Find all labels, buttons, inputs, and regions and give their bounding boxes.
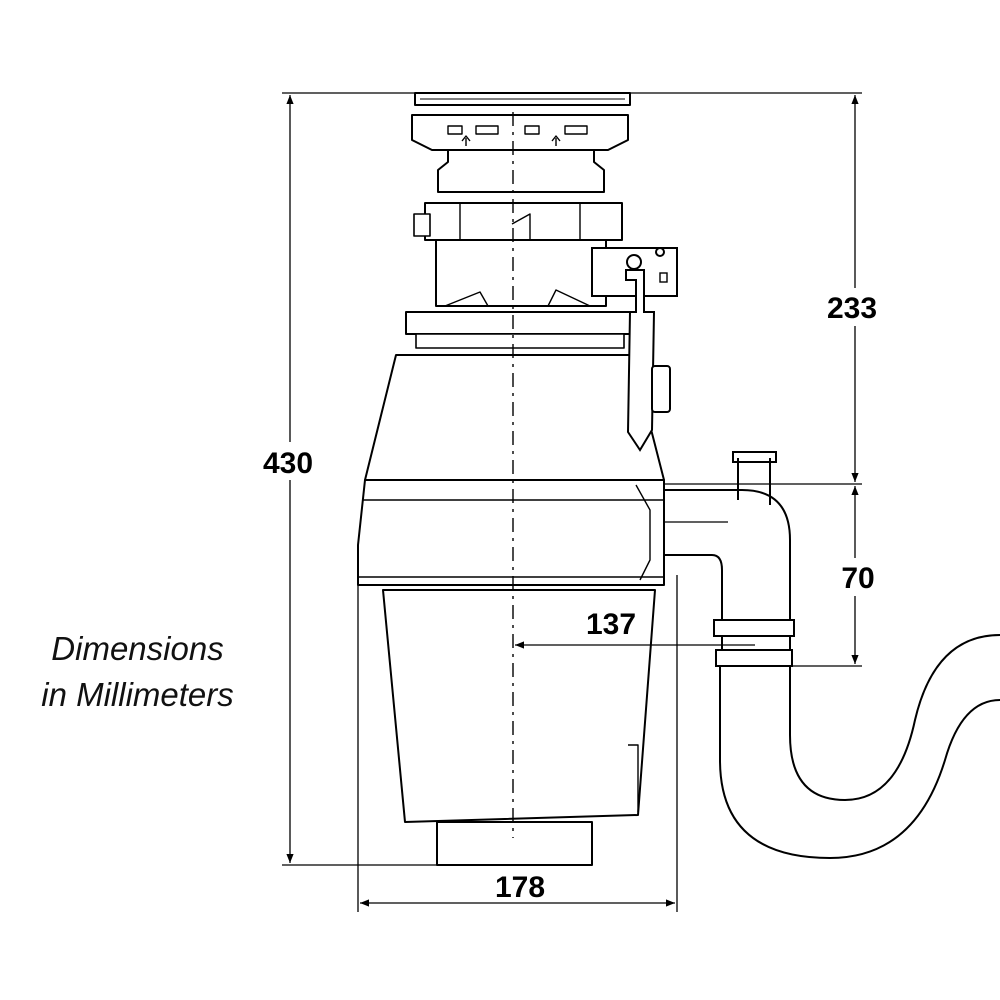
- mounting-collar: [424, 202, 623, 241]
- caption-line-1: Dimensions: [51, 630, 224, 667]
- dim-label-70: 70: [841, 562, 874, 595]
- outlet-tube: [664, 489, 791, 620]
- lower-neck: [435, 239, 607, 307]
- lower-body: [382, 589, 656, 823]
- upper-neck: [437, 149, 605, 193]
- upper-body: [364, 354, 665, 481]
- bottom-port: [436, 821, 593, 866]
- coupling-nut: [713, 619, 795, 637]
- plumbing: [664, 451, 1000, 860]
- caption-line-2: in Millimeters: [41, 676, 234, 713]
- motor-flange-plate: [405, 311, 635, 335]
- units-caption: Dimensions in Millimeters: [0, 626, 275, 718]
- dim-label-233: 233: [827, 292, 877, 325]
- middle-band: [357, 479, 665, 586]
- dishwasher-inlet: [732, 451, 777, 505]
- dim-label-137: 137: [586, 608, 636, 641]
- coupling-nut-lower: [715, 649, 793, 667]
- dim-label-430: 430: [263, 447, 313, 480]
- disposer-unit: [357, 92, 665, 866]
- mounting-ring: [411, 114, 629, 151]
- cord-box: [591, 247, 678, 452]
- p-trap: [719, 634, 1000, 860]
- dim-label-178: 178: [495, 871, 545, 904]
